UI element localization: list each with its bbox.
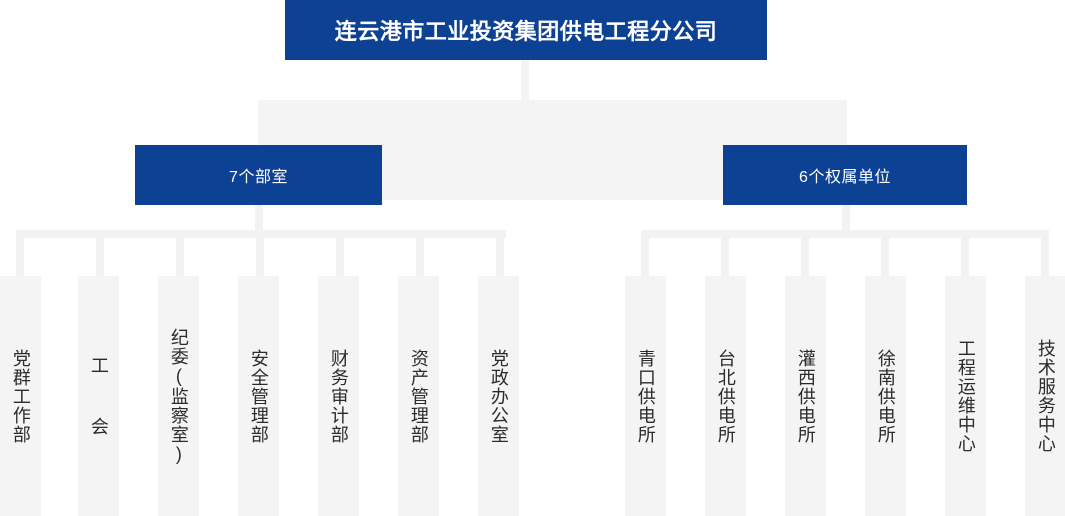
leaf-node-departments-1[interactable]: 工 会 bbox=[78, 276, 119, 516]
connector-drop bbox=[1041, 230, 1049, 278]
connector-drop bbox=[801, 230, 809, 278]
leaf-node-units-1[interactable]: 台北供电所 bbox=[705, 276, 746, 516]
leaf-node-label: 徐南供电所 bbox=[875, 348, 896, 444]
leaf-node-departments-0[interactable]: 党群工作部 bbox=[0, 276, 41, 516]
connector-drop bbox=[16, 230, 24, 278]
connector-drop bbox=[96, 230, 104, 278]
root-node-company[interactable]: 连云港市工业投资集团供电工程分公司 bbox=[285, 0, 767, 60]
leaf-node-label: 青口供电所 bbox=[635, 348, 656, 444]
leaf-node-departments-2[interactable]: 纪委(监察室) bbox=[158, 276, 199, 516]
leaf-node-label: 党群工作部 bbox=[10, 348, 31, 444]
root-node-label: 连云港市工业投资集团供电工程分公司 bbox=[334, 19, 718, 44]
connector-departments-stem bbox=[255, 205, 263, 236]
leaf-node-label: 党政办公室 bbox=[488, 348, 509, 444]
leaf-node-label: 工程运维中心 bbox=[955, 339, 976, 453]
group-node-departments[interactable]: 7个部室 bbox=[135, 145, 382, 205]
connector-drop bbox=[416, 230, 424, 278]
leaf-node-label: 台北供电所 bbox=[715, 348, 736, 444]
connector-units-rail bbox=[644, 230, 1044, 238]
leaf-node-departments-5[interactable]: 资产管理部 bbox=[398, 276, 439, 516]
connector-drop bbox=[336, 230, 344, 278]
leaf-node-label: 安全管理部 bbox=[248, 348, 269, 444]
connector-drop bbox=[881, 230, 889, 278]
leaf-node-label: 灌西供电所 bbox=[795, 348, 816, 444]
connector-units-stem bbox=[842, 205, 850, 236]
connector-drop bbox=[496, 230, 504, 278]
leaf-node-label: 工 会 bbox=[88, 356, 109, 436]
connector-drop bbox=[961, 230, 969, 278]
group-node-departments-label: 7个部室 bbox=[229, 169, 288, 186]
leaf-node-departments-4[interactable]: 财务审计部 bbox=[318, 276, 359, 516]
leaf-node-units-4[interactable]: 工程运维中心 bbox=[945, 276, 986, 516]
leaf-node-units-0[interactable]: 青口供电所 bbox=[625, 276, 666, 516]
connector-drop bbox=[256, 230, 264, 278]
group-node-units[interactable]: 6个权属单位 bbox=[723, 145, 967, 205]
leaf-node-label: 财务审计部 bbox=[328, 348, 349, 444]
connector-drop bbox=[176, 230, 184, 278]
leaf-node-label: 纪委(监察室) bbox=[168, 327, 189, 465]
leaf-node-units-2[interactable]: 灌西供电所 bbox=[785, 276, 826, 516]
leaf-node-departments-6[interactable]: 党政办公室 bbox=[478, 276, 519, 516]
leaf-node-label: 资产管理部 bbox=[408, 348, 429, 444]
leaf-node-departments-3[interactable]: 安全管理部 bbox=[238, 276, 279, 516]
leaf-node-units-5[interactable]: 技术服务中心 bbox=[1025, 276, 1065, 516]
group-node-units-label: 6个权属单位 bbox=[799, 169, 891, 186]
connector-drop bbox=[721, 230, 729, 278]
connector-drop bbox=[641, 230, 649, 278]
connector-root-stem bbox=[521, 60, 529, 102]
leaf-node-label: 技术服务中心 bbox=[1035, 339, 1056, 453]
leaf-node-units-3[interactable]: 徐南供电所 bbox=[865, 276, 906, 516]
